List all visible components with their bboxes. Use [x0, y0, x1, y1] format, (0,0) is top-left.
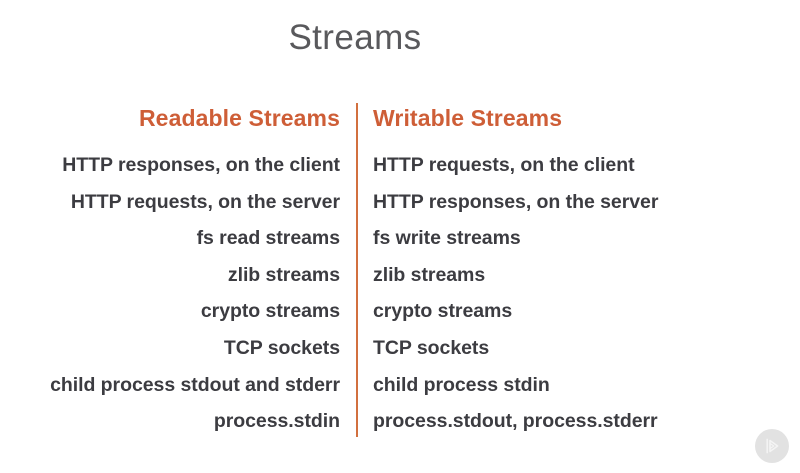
list-item: fs write streams: [373, 227, 521, 250]
readable-streams-header: Readable Streams: [138, 105, 340, 131]
list-item: crypto streams: [200, 300, 340, 323]
column-divider: [356, 103, 358, 437]
readable-streams-column: Readable Streams HTTP responses, on the …: [38, 103, 340, 440]
list-item: zlib streams: [373, 263, 486, 286]
page-title: Streams: [288, 18, 422, 57]
list-item: HTTP responses, on the server: [373, 190, 659, 213]
list-item: TCP sockets: [223, 336, 340, 359]
list-item: fs read streams: [196, 227, 340, 250]
list-item: HTTP requests, on the server: [70, 190, 340, 213]
streams-comparison-table: Readable Streams HTTP responses, on the …: [0, 103, 800, 443]
brand-watermark: [755, 429, 789, 463]
list-item: child process stdout and stderr: [50, 373, 340, 396]
list-item: child process stdin: [373, 373, 550, 396]
play-triangle-icon: [766, 438, 779, 454]
list-item: TCP sockets: [373, 336, 490, 359]
list-item: process.stdout, process.stderr: [373, 410, 658, 433]
readable-streams-list: HTTP responses, on the client HTTP reque…: [38, 147, 340, 440]
writable-streams-header: Writable Streams: [373, 105, 563, 131]
list-item: HTTP responses, on the client: [62, 154, 340, 176]
list-item: zlib streams: [227, 263, 340, 286]
list-item: HTTP requests, on the client: [373, 154, 635, 176]
writable-streams-column: Writable Streams HTTP requests, on the c…: [373, 103, 675, 440]
list-item: crypto streams: [373, 300, 513, 323]
writable-streams-list: HTTP requests, on the client HTTP respon…: [373, 147, 675, 440]
list-item: process.stdin: [213, 410, 340, 433]
